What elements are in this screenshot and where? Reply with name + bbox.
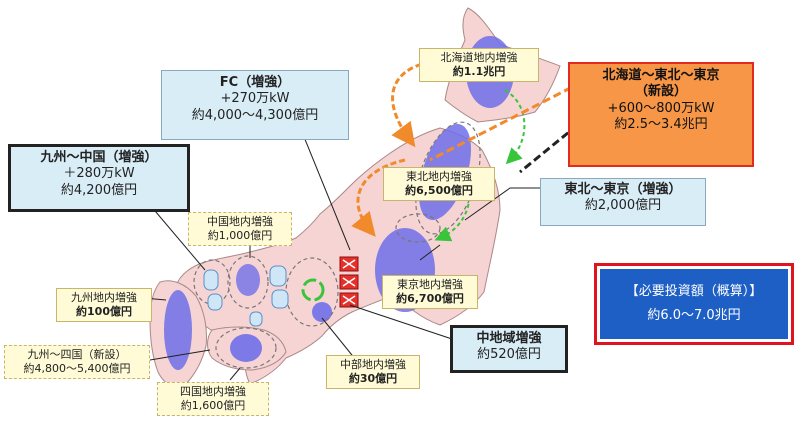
- chubu-highlight: [312, 302, 332, 322]
- hokkaido-orange-arrow: [391, 60, 431, 148]
- tokyo-internal-label: 東京地内増強 約6,700億円: [382, 275, 478, 309]
- hokkaido-tohoku-tokyo-label: 北海道～東北～東京 （新設） +600～800万kW 約2.5～3.4兆円: [568, 62, 754, 167]
- chugoku-internal-label: 中国地内増強 約1,000億円: [188, 212, 292, 246]
- total-investment-value: 約6.0～7.0兆円: [647, 308, 741, 323]
- kyushu-internal-label: 九州地内増強 約100億円: [56, 288, 152, 322]
- tohoku-tokyo-label: 東北～東京（増強） 約2,000億円: [540, 178, 706, 226]
- kyushu-highlight: [164, 290, 192, 370]
- shikoku-highlight: [230, 334, 262, 362]
- green-arrow-lower: [434, 189, 471, 242]
- recycle-icon: [301, 278, 325, 302]
- shikoku-circle: [215, 327, 277, 369]
- tohoku-orange-arrow: [351, 158, 406, 237]
- total-investment-panel: 【必要投資額（概算）】 約6.0～7.0兆円: [600, 269, 788, 339]
- kyushu-chugoku-label: 九州～中国（増強） ＋280万kW 約4,200億円: [8, 144, 190, 212]
- tohoku-internal-label: 東北地内増強 約6,500億円: [383, 167, 495, 201]
- total-investment-box: 【必要投資額（概算）】 約6.0～7.0兆円: [594, 263, 794, 345]
- kyushu-shikoku-label: 九州～四国（新設） 約4,800～5,400億円: [4, 345, 150, 379]
- hokkaido-internal-label: 北海道地内増強 約1.1兆円: [419, 48, 539, 82]
- total-investment-label: 【必要投資額（概算）】: [625, 283, 763, 299]
- chugoku-internal-circle: [227, 255, 269, 309]
- fc-label: FC（増強） +270万kW 約4,000～4,300億円: [161, 70, 349, 140]
- shikoku-internal-label: 四国地内増強 約1,600億円: [157, 382, 269, 416]
- chubu-internal-label: 中部地内増強 約30億円: [326, 355, 420, 389]
- green-arrow-upper: [504, 89, 526, 165]
- chubu-regional-label: 中地域増強 約520億円: [450, 325, 568, 373]
- chugoku-highlight: [236, 264, 260, 296]
